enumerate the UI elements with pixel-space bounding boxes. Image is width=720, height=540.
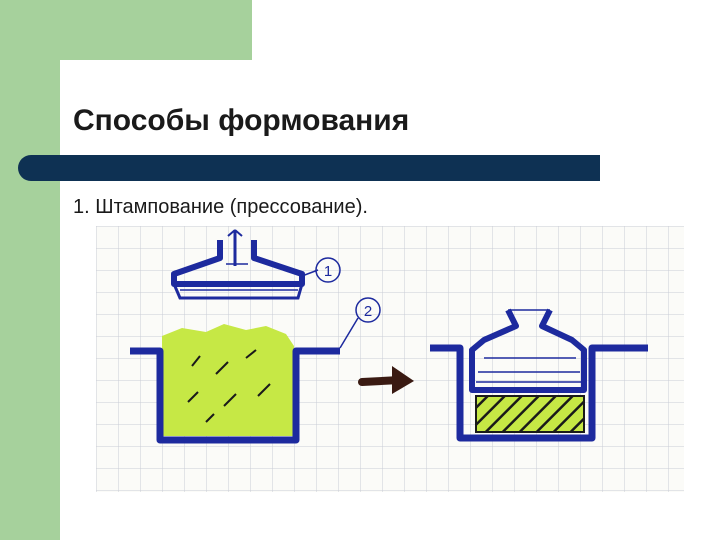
pressed-product xyxy=(475,395,585,433)
left-accent-band xyxy=(0,0,60,540)
right-mold-outline xyxy=(430,344,648,442)
mold-callout-circle xyxy=(355,297,381,323)
top-accent-block xyxy=(0,0,252,60)
punch-callout-circle xyxy=(315,257,341,283)
title-underline-bar xyxy=(18,155,600,181)
raw-mass xyxy=(162,324,294,436)
mold-callout-label: 2 xyxy=(364,303,372,320)
left-mold-outline xyxy=(130,347,340,444)
stamping-diagram: 1 2 xyxy=(96,226,684,492)
stamping-diagram-svg: 1 2 xyxy=(96,226,684,492)
process-arrow xyxy=(358,366,414,394)
punch-callout-label: 1 xyxy=(324,263,332,280)
slide-title: Способы формования xyxy=(73,104,410,137)
list-item-stamping: 1. Штампование (прессование). xyxy=(73,196,368,218)
raw-mass-strokes xyxy=(187,349,271,423)
punch xyxy=(171,229,305,300)
pressed-punch xyxy=(469,308,587,393)
mold-leader-line xyxy=(339,317,359,349)
